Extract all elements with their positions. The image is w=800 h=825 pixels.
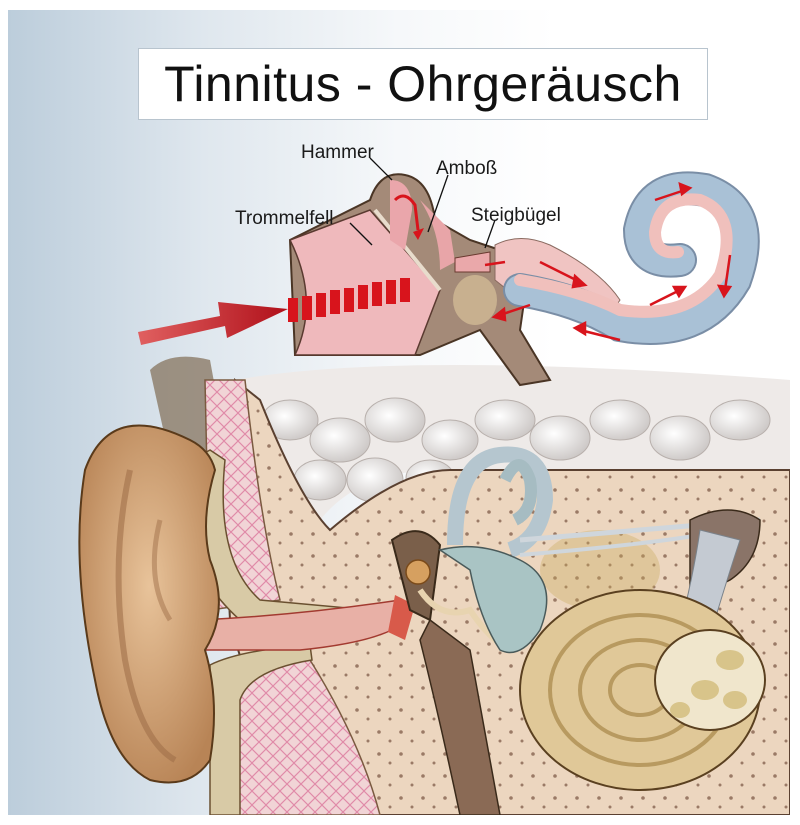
page-title: Tinnitus - Ohrgeräusch — [164, 56, 682, 112]
middle-ear-schematic — [288, 173, 621, 387]
ossicles-lower — [390, 530, 512, 815]
cartilage-lower — [209, 644, 313, 815]
label-trommelfell: Trommelfell — [235, 208, 334, 229]
label-amboss: Amboß — [436, 158, 498, 179]
pink-tissue-lower — [209, 659, 381, 815]
ear-anatomy-illustration — [78, 157, 790, 815]
brain-region — [235, 365, 790, 520]
label-hammer: Hammer — [301, 142, 374, 163]
sound-arrow-icon — [138, 302, 288, 345]
label-leader-lines — [349, 157, 496, 249]
title-box: Tinnitus - Ohrgeräusch — [138, 48, 708, 120]
cochlea-lower — [519, 589, 766, 791]
sound-wave-bars — [288, 278, 410, 322]
cochlea-spiral-diagram — [484, 171, 760, 345]
outer-ear — [78, 424, 220, 784]
label-steigbuegel: Steigbügel — [471, 205, 561, 226]
illustration-frame: Tinnitus - Ohrgeräusch Hammer Amboß Stei… — [8, 10, 790, 815]
